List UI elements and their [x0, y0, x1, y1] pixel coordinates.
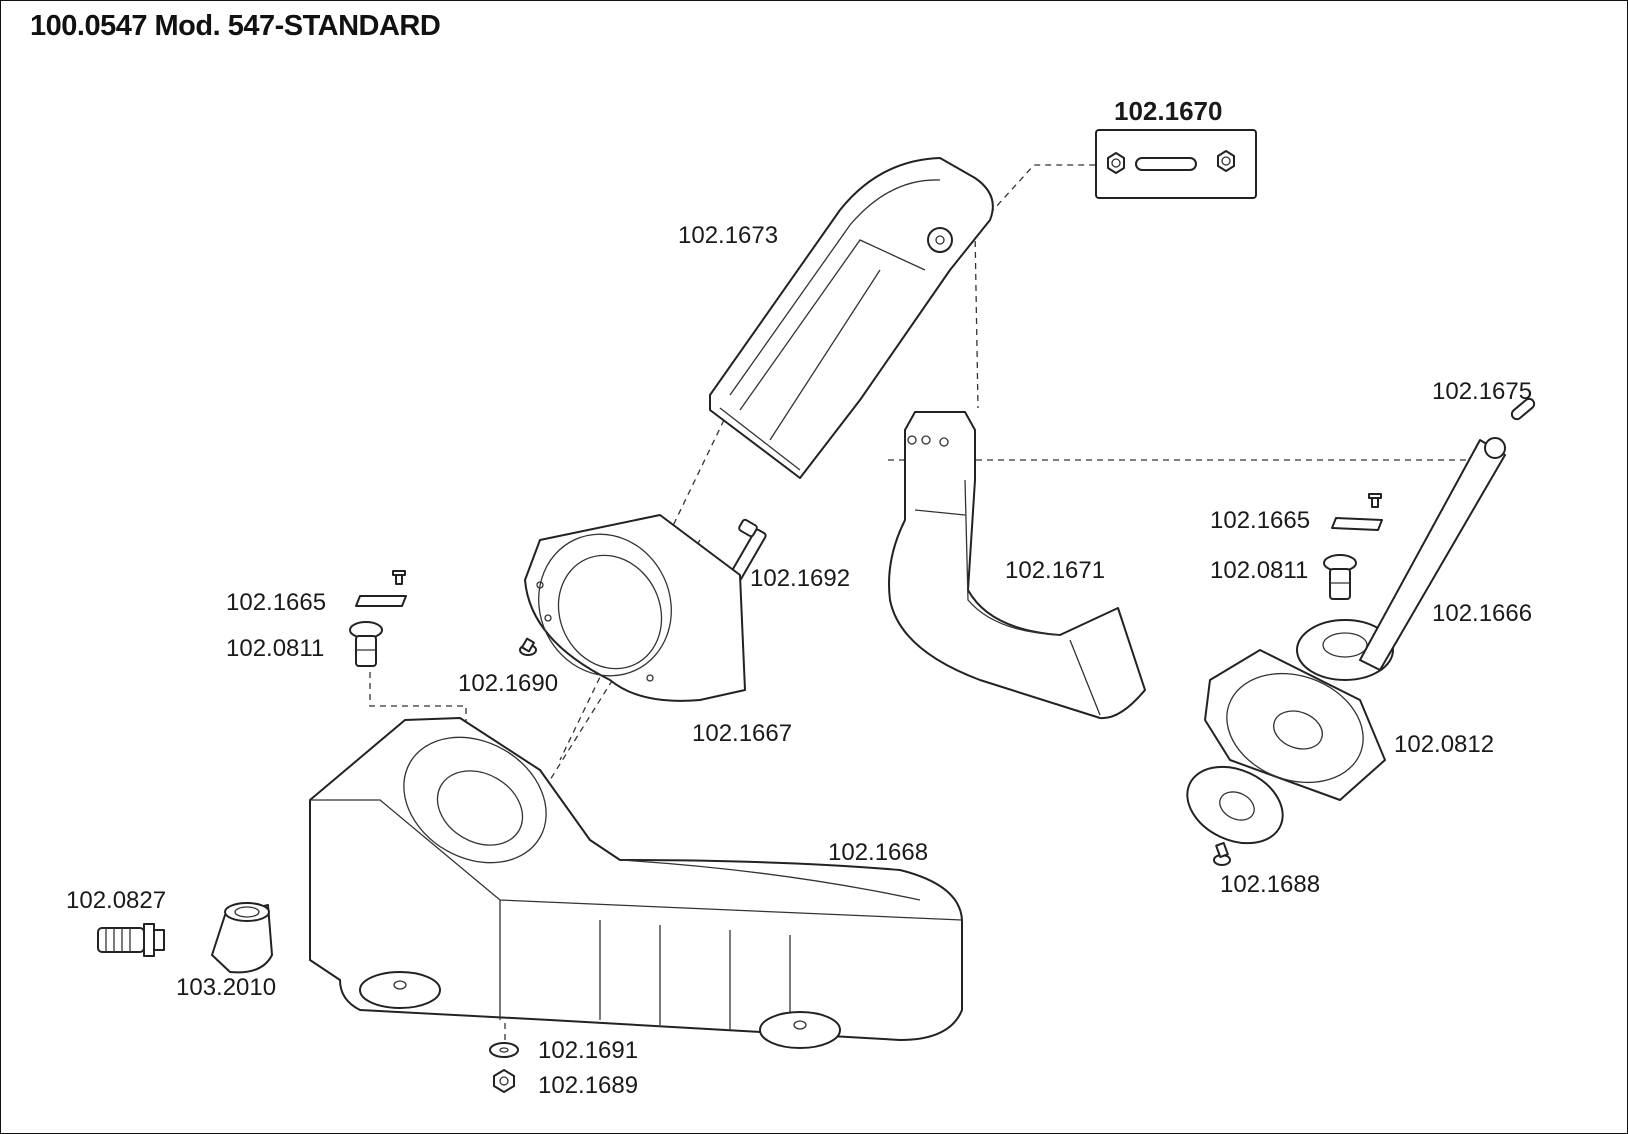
- part-102-1665-right: [1331, 493, 1383, 531]
- part-label: 102.1690: [458, 670, 559, 697]
- part-label: 102.1668: [828, 839, 929, 866]
- part-label: 102.1689: [538, 1072, 639, 1099]
- part-label: 102.1671: [1005, 557, 1106, 584]
- part-102-1668: [309, 717, 963, 1049]
- part-label: 102.1688: [1220, 871, 1321, 898]
- part-label: 102.1691: [538, 1037, 639, 1064]
- part-102-1666: [1296, 437, 1506, 681]
- part-102-0812: [1204, 649, 1386, 801]
- kit-102-1670: [1095, 129, 1257, 199]
- part-102-1671: [888, 411, 1146, 720]
- part-gasket-ring: [1186, 765, 1284, 845]
- part-label: 102.1692: [750, 565, 851, 592]
- part-102-1688: [1213, 841, 1231, 866]
- part-label: 102.0811: [226, 635, 325, 662]
- part-label: 102.1665: [226, 589, 327, 616]
- part-label: 102.1675: [1432, 378, 1533, 405]
- part-102-1675: [1510, 397, 1536, 421]
- part-102-0827: [97, 923, 165, 957]
- part-102-1691: [489, 1042, 519, 1058]
- part-label: 102.1673: [678, 222, 779, 249]
- part-label: 102.1666: [1432, 600, 1533, 627]
- part-102-1690: [519, 637, 537, 656]
- kit-box-label: 102.1670: [1114, 96, 1223, 126]
- diagram-title: 100.0547 Mod. 547-STANDARD: [30, 10, 441, 42]
- part-102-0811-left: [349, 621, 383, 667]
- part-label: 103.2010: [176, 974, 277, 1001]
- part-label: 102.0827: [66, 887, 167, 914]
- part-102-1673: [709, 157, 994, 479]
- part-102-0811-right: [1323, 554, 1357, 600]
- part-label: 102.1667: [692, 720, 793, 747]
- part-label: 102.1665: [1210, 507, 1311, 534]
- part-102-1667: [524, 514, 746, 702]
- part-102-1665-left: [355, 570, 407, 607]
- part-102-1689: [493, 1069, 515, 1093]
- part-103-2010: [211, 902, 273, 974]
- part-label: 102.0811: [1210, 557, 1309, 584]
- part-label: 102.0812: [1394, 731, 1495, 758]
